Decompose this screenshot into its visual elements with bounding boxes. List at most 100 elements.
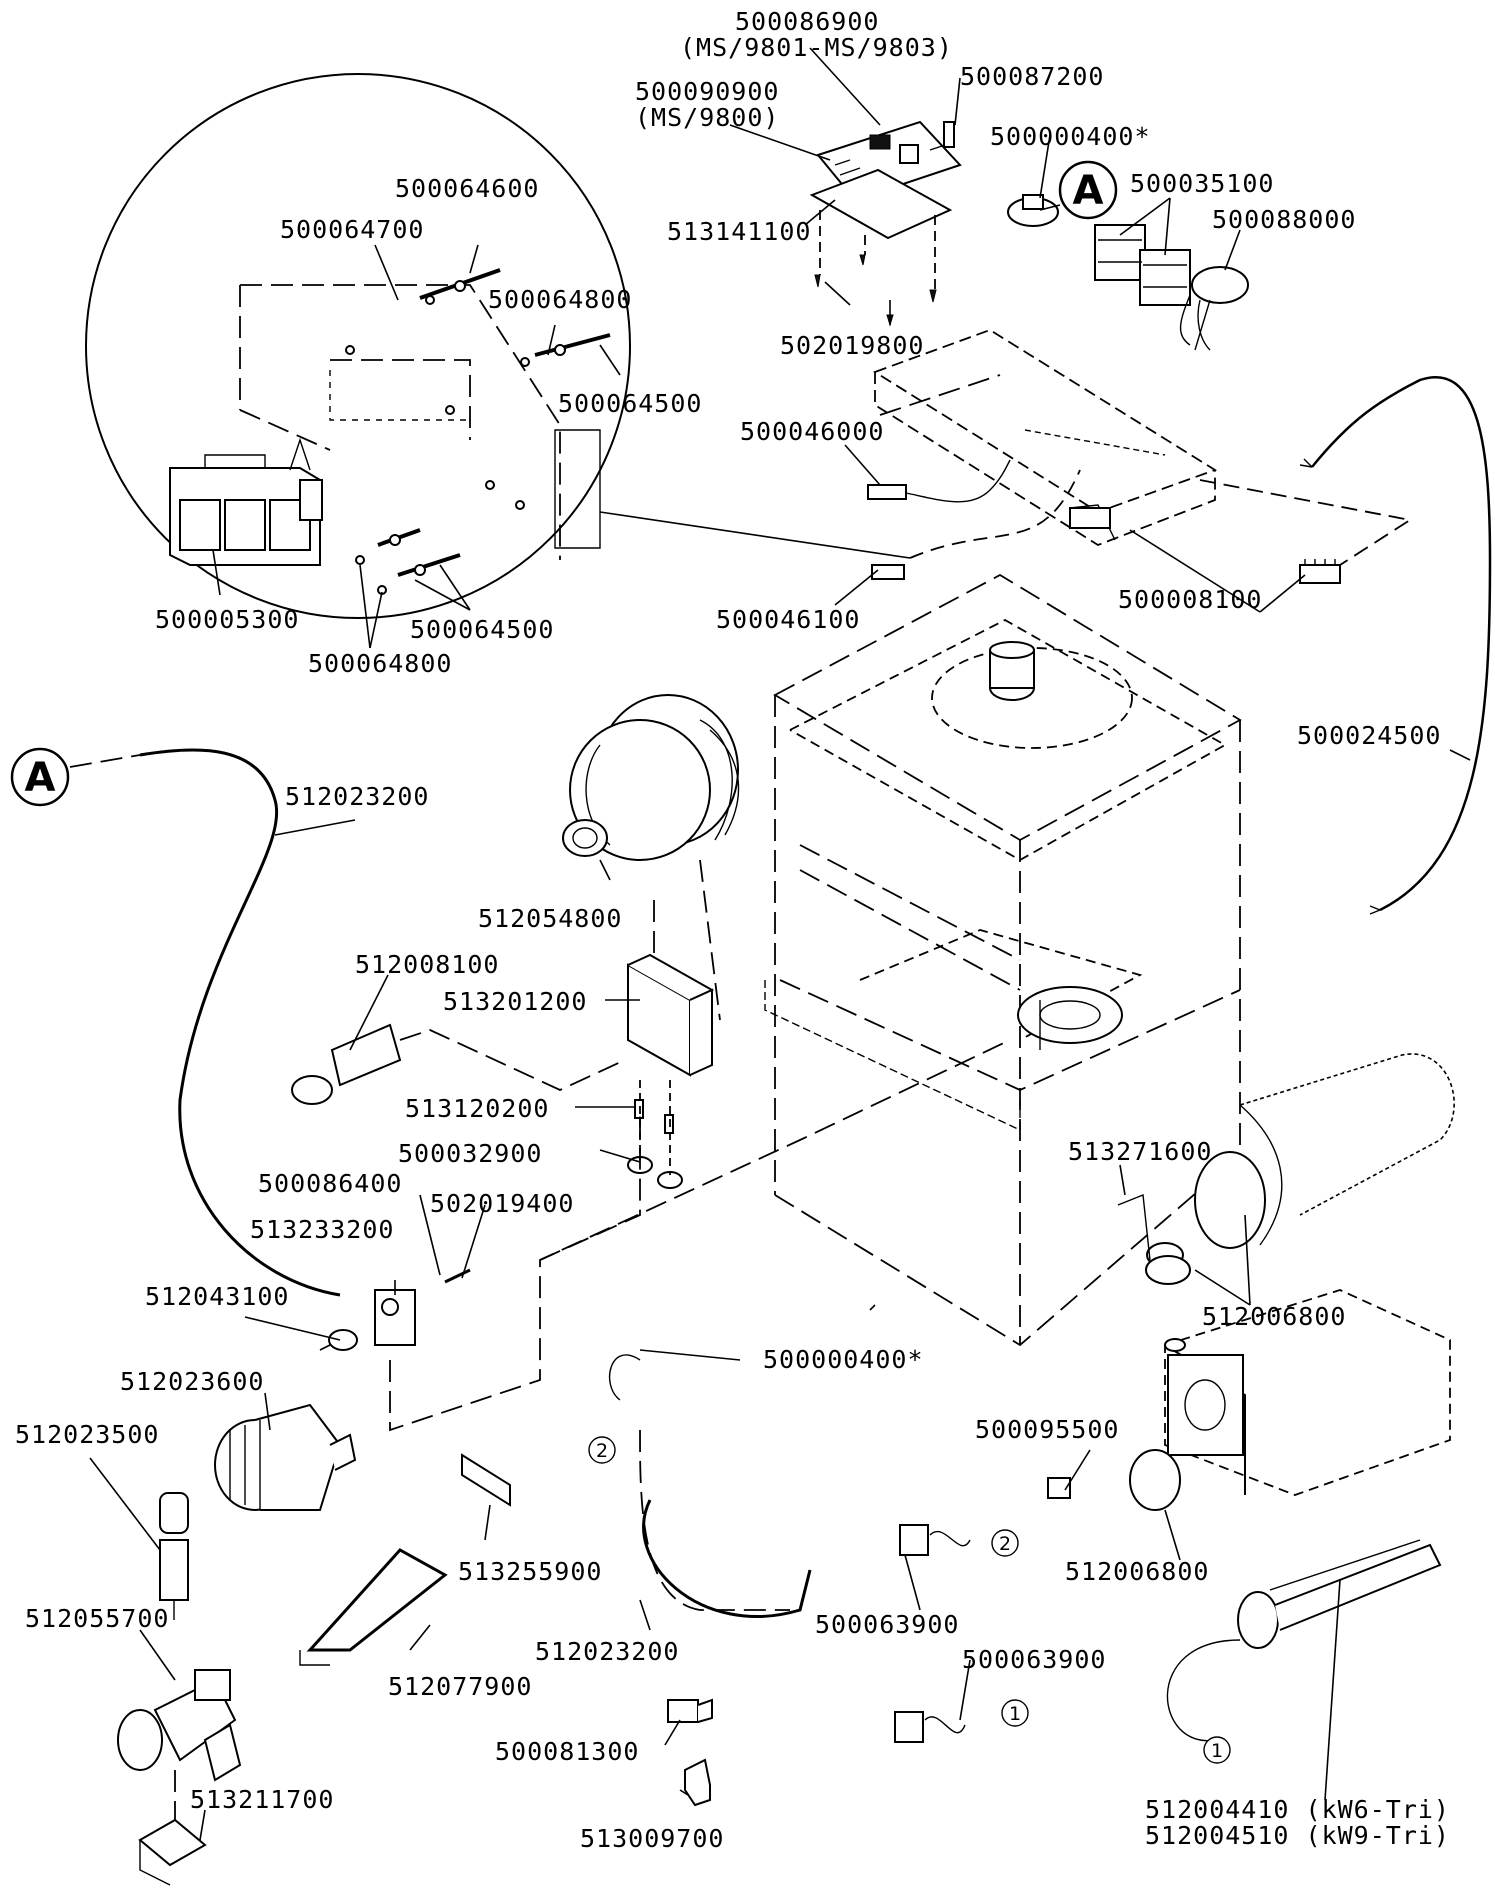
label-500090900: 500090900 [635, 77, 779, 106]
callout-1-bottom: 1 [1001, 1699, 1029, 1727]
control-tray [872, 329, 1218, 547]
label-500064700: 500064700 [280, 215, 424, 244]
main-cable [1199, 376, 1492, 915]
pressure-switch-top [1007, 194, 1059, 227]
pin-parts [345, 268, 611, 595]
capacitor-top [1179, 266, 1249, 351]
solenoid-valve [117, 1669, 242, 1782]
motor-bracket [627, 859, 721, 1077]
callout-1-right: 1 [1203, 1736, 1231, 1764]
label-500095500: 500095500 [975, 1415, 1119, 1444]
label-512004510: 512004510 (kW9-Tri) [1145, 1821, 1450, 1850]
thermostat-coil-a [899, 1524, 971, 1556]
label-500064500-top: 500064500 [558, 389, 702, 418]
start-capacitor [159, 1492, 189, 1620]
label-513201200: 513201200 [443, 987, 587, 1016]
label-500008100: 500008100 [1118, 585, 1262, 614]
label-512023600: 512023600 [120, 1367, 264, 1396]
svg-text:1: 1 [1211, 1740, 1223, 1762]
heating-element-box [1164, 1289, 1451, 1496]
drain-pump [214, 1403, 357, 1511]
label-500086900: 500086900 [735, 7, 879, 36]
callout-2-left: 2 [588, 1436, 616, 1464]
boiler-tank [1117, 1053, 1455, 1268]
part-labels: 500086900 (MS/9801-MS/9803) 500090900 (M… [15, 7, 1450, 1853]
label-512077900: 512077900 [388, 1672, 532, 1701]
label-500064800-top: 500064800 [488, 285, 632, 314]
label-500000400-top: 500000400* [990, 122, 1151, 151]
callout-2-right: 2 [991, 1529, 1019, 1557]
door-switch [871, 564, 905, 580]
sensor-probe [867, 459, 1011, 503]
label-512006800-top: 512006800 [1202, 1302, 1346, 1331]
gaskets [1129, 1255, 1191, 1511]
label-512054800: 512054800 [478, 904, 622, 933]
label-500035100: 500035100 [1130, 169, 1274, 198]
label-500063900-a: 500063900 [815, 1610, 959, 1639]
hose-bottom [608, 1349, 812, 1618]
label-512023200-bottom: 512023200 [535, 1637, 679, 1666]
label-513141100: 513141100 [667, 217, 811, 246]
label-513271600: 513271600 [1068, 1137, 1212, 1166]
callout-a-top: A [1058, 160, 1118, 220]
svg-text:1: 1 [1009, 1703, 1021, 1725]
label-500086400: 500086400 [258, 1169, 402, 1198]
label-512023500: 512023500 [15, 1420, 159, 1449]
switch-block-part [169, 437, 323, 566]
small-bracket-bottom [684, 1758, 711, 1807]
pump-motor [562, 694, 740, 861]
label-512006800-bottom: 512006800 [1065, 1557, 1209, 1586]
label-500005300: 500005300 [155, 605, 299, 634]
label-500063900-b: 500063900 [962, 1645, 1106, 1674]
label-500064800-bottom: 500064800 [308, 649, 452, 678]
leader-lines [89, 47, 1471, 1841]
label-500024500: 500024500 [1297, 721, 1441, 750]
label-512055700: 512055700 [25, 1604, 169, 1633]
label-500081300: 500081300 [495, 1737, 639, 1766]
label-513120200: 513120200 [405, 1094, 549, 1123]
label-500090900-note: (MS/9800) [635, 103, 779, 132]
wash-arm-bottom [1017, 986, 1123, 1050]
label-500000400-mid: 500000400* [763, 1345, 924, 1374]
detail-magnifier [85, 73, 1081, 649]
label-512043100: 512043100 [145, 1282, 289, 1311]
label-513009700: 513009700 [580, 1824, 724, 1853]
label-500088000: 500088000 [1212, 205, 1356, 234]
cabinet-frame [764, 573, 1242, 1347]
rubber-feet [627, 1080, 683, 1189]
label-512008100: 512008100 [355, 950, 499, 979]
label-500032900: 500032900 [398, 1139, 542, 1168]
svg-text:A: A [25, 755, 56, 801]
thermostat-coil-b [894, 1711, 966, 1743]
terminal-block [1299, 559, 1341, 584]
label-500086900-note: (MS/9801-MS/9803) [680, 33, 953, 62]
label-500064600: 500064600 [395, 174, 539, 203]
svg-text:A: A [1073, 168, 1104, 214]
capacitor-mid [291, 1023, 626, 1105]
label-500087200: 500087200 [960, 62, 1104, 91]
label-500046000: 500046000 [740, 417, 884, 446]
label-502019800: 502019800 [780, 331, 924, 360]
resistance-heater [1166, 1539, 1442, 1742]
label-500046100: 500046100 [716, 605, 860, 634]
wash-arm-top [931, 641, 1133, 749]
pressure-chamber [328, 1039, 1011, 1432]
contactors [1094, 224, 1191, 306]
label-513233200: 513233200 [250, 1215, 394, 1244]
label-500064500-bottom: 500064500 [410, 615, 554, 644]
thermostat [1047, 1477, 1071, 1499]
filter-handle [299, 1548, 448, 1666]
svg-text:2: 2 [999, 1533, 1011, 1555]
label-512004410: 512004410 (kW6-Tri) [1145, 1795, 1450, 1824]
label-502019400: 502019400 [430, 1189, 574, 1218]
pcb-mount-plate [809, 168, 953, 327]
callout-a-left: A [10, 747, 70, 807]
valve-bracket [138, 1770, 207, 1886]
left-cable [69, 748, 341, 1297]
water-inlet-valve [667, 1698, 713, 1723]
svg-text:2: 2 [596, 1440, 608, 1462]
small-connector-top [943, 121, 955, 148]
clip-part [461, 1453, 511, 1507]
label-513255900: 513255900 [458, 1557, 602, 1586]
